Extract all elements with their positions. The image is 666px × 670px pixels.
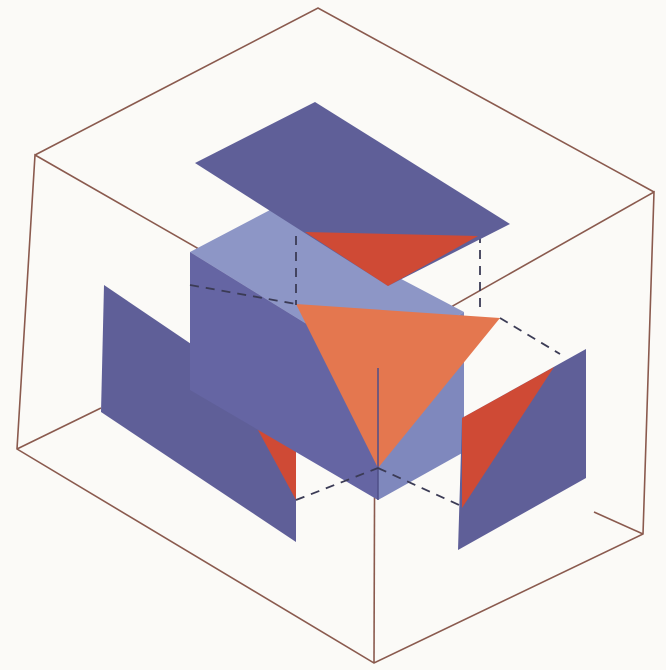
projection-diagram: [0, 0, 666, 670]
diagram-canvas: [0, 0, 666, 670]
